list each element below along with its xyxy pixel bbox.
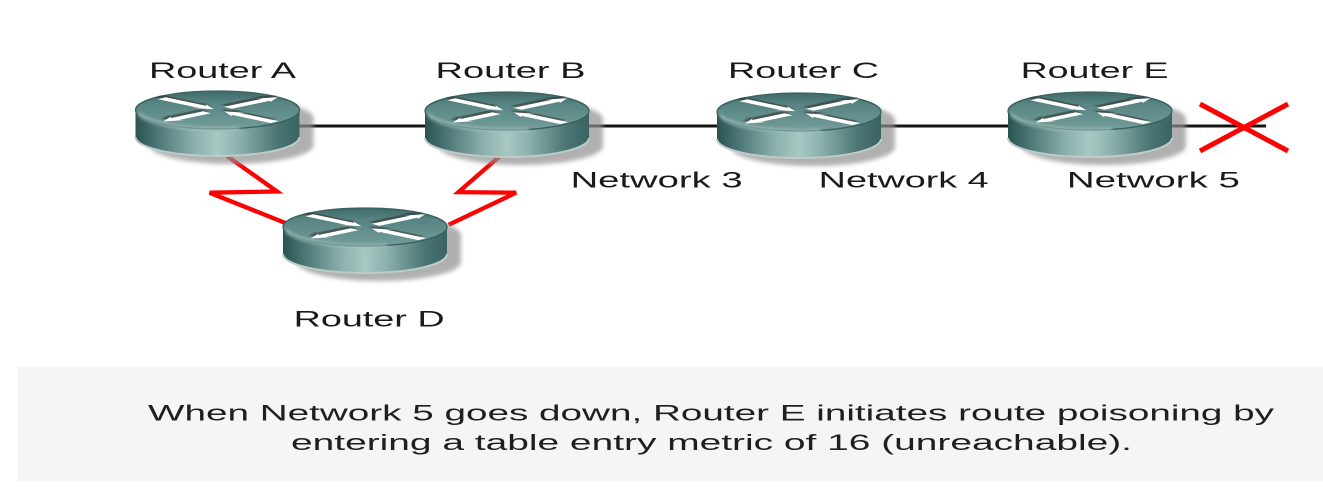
svg-text:Network 5: Network 5 [1067, 167, 1240, 192]
svg-text:Router C: Router C [728, 58, 879, 83]
svg-text:Router B: Router B [436, 58, 586, 83]
svg-text:Network 4: Network 4 [819, 167, 989, 192]
svg-text:When Network 5 goes down, Rout: When Network 5 goes down, Router E initi… [148, 401, 1274, 426]
svg-text:Router A: Router A [149, 58, 297, 83]
svg-text:Network 3: Network 3 [571, 167, 743, 192]
svg-text:Router D: Router D [294, 306, 445, 331]
svg-text:entering a table entry metric: entering a table entry metric of 16 (unr… [291, 430, 1132, 455]
svg-text:Router E: Router E [1021, 58, 1169, 83]
